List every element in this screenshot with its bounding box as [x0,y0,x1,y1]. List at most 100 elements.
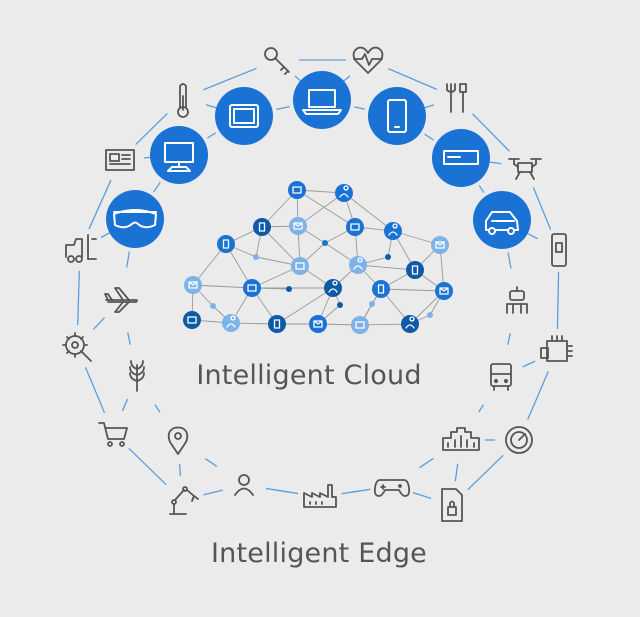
server-node [432,129,490,187]
wheat-icon [129,360,145,392]
network-link [261,226,301,267]
network-node-glyph [339,185,349,198]
desktop-pc-icon [164,142,194,172]
network-node-glyph [222,239,230,249]
network-node-glyph [293,222,303,230]
network-node-glyph [295,262,305,270]
ring-connector [128,447,167,486]
network-node [431,236,449,254]
ring-connector [178,463,182,477]
network-node [385,254,391,260]
ring-connector [507,333,511,345]
network-node [288,181,306,199]
tools-icon [446,83,467,113]
network-node [369,301,375,307]
network-node-glyph [313,320,323,328]
network-node-glyph [353,257,363,270]
ring-connector [471,113,511,152]
forklift-icon [65,234,97,263]
network-node-glyph [292,186,302,194]
network-node [351,316,369,334]
network-node [210,303,216,309]
drone-icon [508,158,542,180]
smart-switch-icon [551,233,567,267]
network-node [268,315,286,333]
desktop-pc-node [150,126,208,184]
server-icon [443,150,479,165]
ring-connector [153,181,161,193]
microchip-icon [540,335,573,362]
network-node-glyph [355,321,365,329]
locked-file-icon [441,488,463,522]
ring-connector [412,492,432,499]
ring-connector [88,179,112,230]
network-node-glyph [411,265,419,275]
car-node [473,191,531,249]
ring-connector [276,105,290,111]
network-link [357,264,416,271]
network-node [427,312,433,318]
network-link [380,288,445,292]
ring-connector [125,251,131,268]
ring-connector [121,398,129,412]
car-icon [485,211,519,235]
network-node-glyph [258,222,266,232]
ring-connector [478,185,485,193]
mixed-reality-headset-node [106,190,164,248]
network-link [192,284,253,289]
ring-connector [467,454,504,491]
network-node [349,256,367,274]
robot-arm-icon [169,486,199,515]
network-link [343,192,394,232]
ring-connector [276,489,288,493]
edge-ring-connectors [77,59,560,499]
network-node [289,217,307,235]
shopping-cart-icon [98,422,128,447]
ring-connector [527,370,549,421]
ring-connector [419,457,434,469]
gear-tool-icon [62,332,92,362]
robot-icon [506,286,528,314]
ring-connector [154,404,161,413]
ring-connector [522,360,536,368]
ring-connector [92,317,106,330]
ring-connector [354,106,365,110]
ring-connector [556,271,560,330]
network-link [296,189,356,228]
key-icon [264,47,290,75]
network-node [222,314,240,332]
network-node [286,286,292,292]
gauge-icon [505,426,533,454]
ring-connector [478,404,484,413]
phone-node [368,87,426,145]
network-node [253,254,259,260]
heart-monitor-icon [352,46,384,74]
network-node-glyph [350,223,360,231]
ring-connector [84,367,106,413]
network-node-glyph [439,287,449,295]
network-node-glyph [388,223,398,236]
network-node-glyph [405,316,415,329]
ring-connector [204,458,218,467]
bus-icon [490,363,512,391]
network-node [183,311,201,329]
network-node [309,315,327,333]
network-node [324,279,342,297]
network-node [291,257,309,275]
tablet-icon [229,104,259,128]
network-node [346,218,364,236]
ring-connector [77,270,80,326]
ring-connector [203,67,257,91]
network-node-glyph [377,284,385,294]
laptop-icon [302,89,342,115]
ring-connector [454,463,459,482]
ring-connector [135,112,168,146]
person-icon [234,474,254,496]
ring-connector [203,489,223,496]
cloud-network-links [191,189,445,326]
factory-building-icon [442,427,480,451]
network-node-glyph [247,284,257,292]
intelligent-edge-label: Intelligent Edge [211,538,427,569]
ring-connector [424,133,434,141]
